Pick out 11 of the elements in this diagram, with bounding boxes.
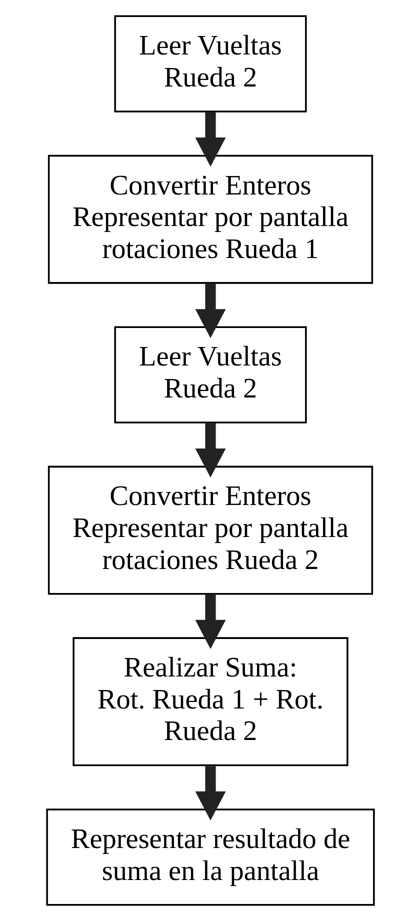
node-box: Leer Vueltas Rueda 2 [114,15,306,112]
arrow [194,766,226,820]
arrow [194,594,226,649]
arrow [194,112,226,167]
arrow [194,423,226,478]
node-box: Convertir Enteros Representar por pantalla rotaciones Rueda 1 [47,154,373,284]
node-box: Representar resultado de suma en la pantalla [46,808,374,906]
arrow [194,284,226,338]
node-box: Realizar Suma: Rot. Rueda 1 + Rot. Rueda 2 [72,637,348,766]
node-box: Leer Vueltas Rueda 2 [114,326,306,424]
node-box: Convertir Enteros Representar por pantalla rotaciones Rueda 2 [47,466,373,595]
